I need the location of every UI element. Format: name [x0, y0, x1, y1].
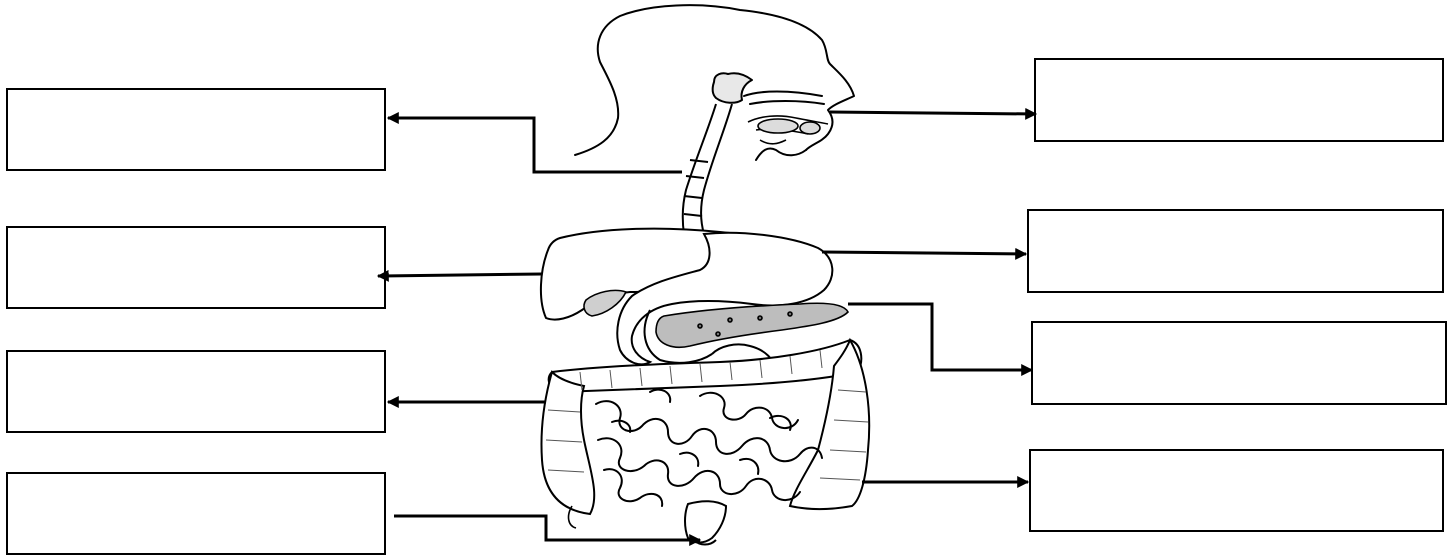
pointer-mouth — [830, 112, 1036, 114]
oral-cavity — [748, 116, 828, 144]
head-outline — [575, 5, 854, 160]
pointer-esophagus — [388, 118, 682, 172]
small-intestine — [596, 390, 822, 506]
pointer-rectum — [394, 516, 700, 540]
pointer-liver — [378, 274, 542, 276]
pancreas — [656, 303, 848, 347]
pointer-pancreas — [848, 304, 1032, 370]
esophagus — [683, 104, 732, 234]
pointer-stomach — [822, 252, 1026, 254]
rectum — [685, 501, 726, 544]
large-intestine — [541, 340, 869, 514]
